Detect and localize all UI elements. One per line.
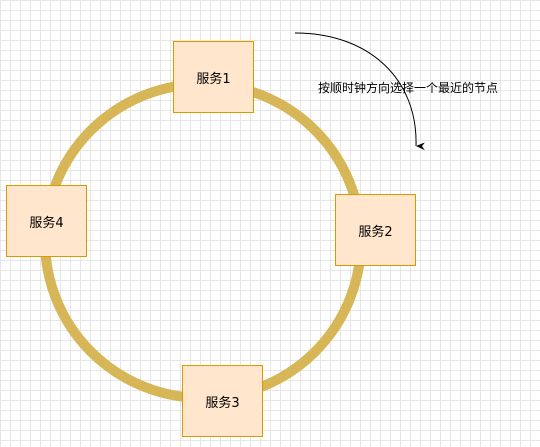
hash-ring [40,79,366,403]
clockwise-arrow [294,32,426,151]
service-node-3-label: 服务3 [205,395,240,411]
service-node-3: 服务3 [182,365,263,437]
service-node-4: 服务4 [6,185,87,257]
service-node-2-label: 服务2 [358,224,393,240]
service-node-4-label: 服务4 [29,215,64,231]
service-node-1: 服务1 [173,41,254,113]
service-node-2: 服务2 [335,194,416,266]
service-node-1-label: 服务1 [196,71,231,87]
clockwise-annotation: 按顺时钟方向选择一个最近的节点 [318,81,499,95]
